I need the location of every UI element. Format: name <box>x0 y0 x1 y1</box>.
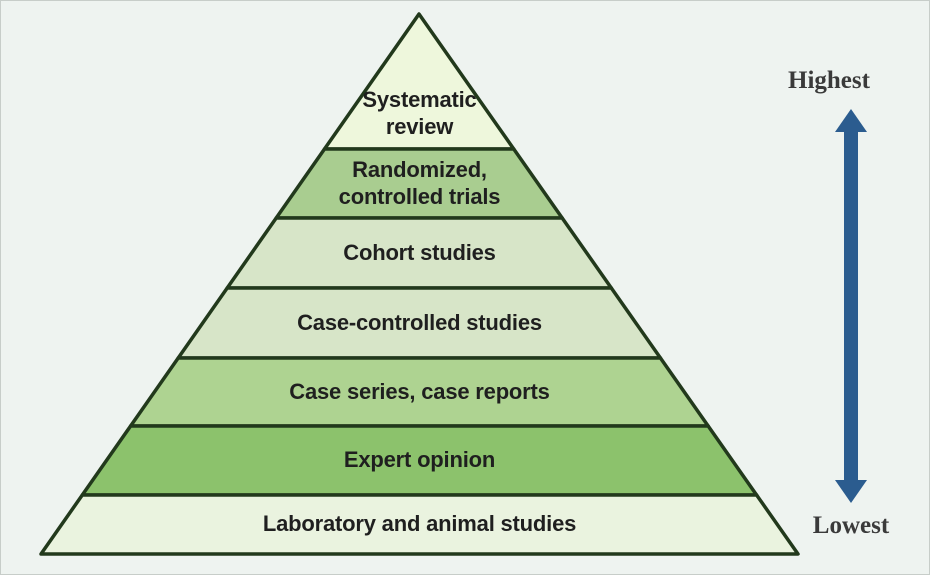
pyramid-level-shape <box>39 493 800 556</box>
highest-label: Highest <box>788 67 870 94</box>
lowest-label: Lowest <box>812 512 890 539</box>
